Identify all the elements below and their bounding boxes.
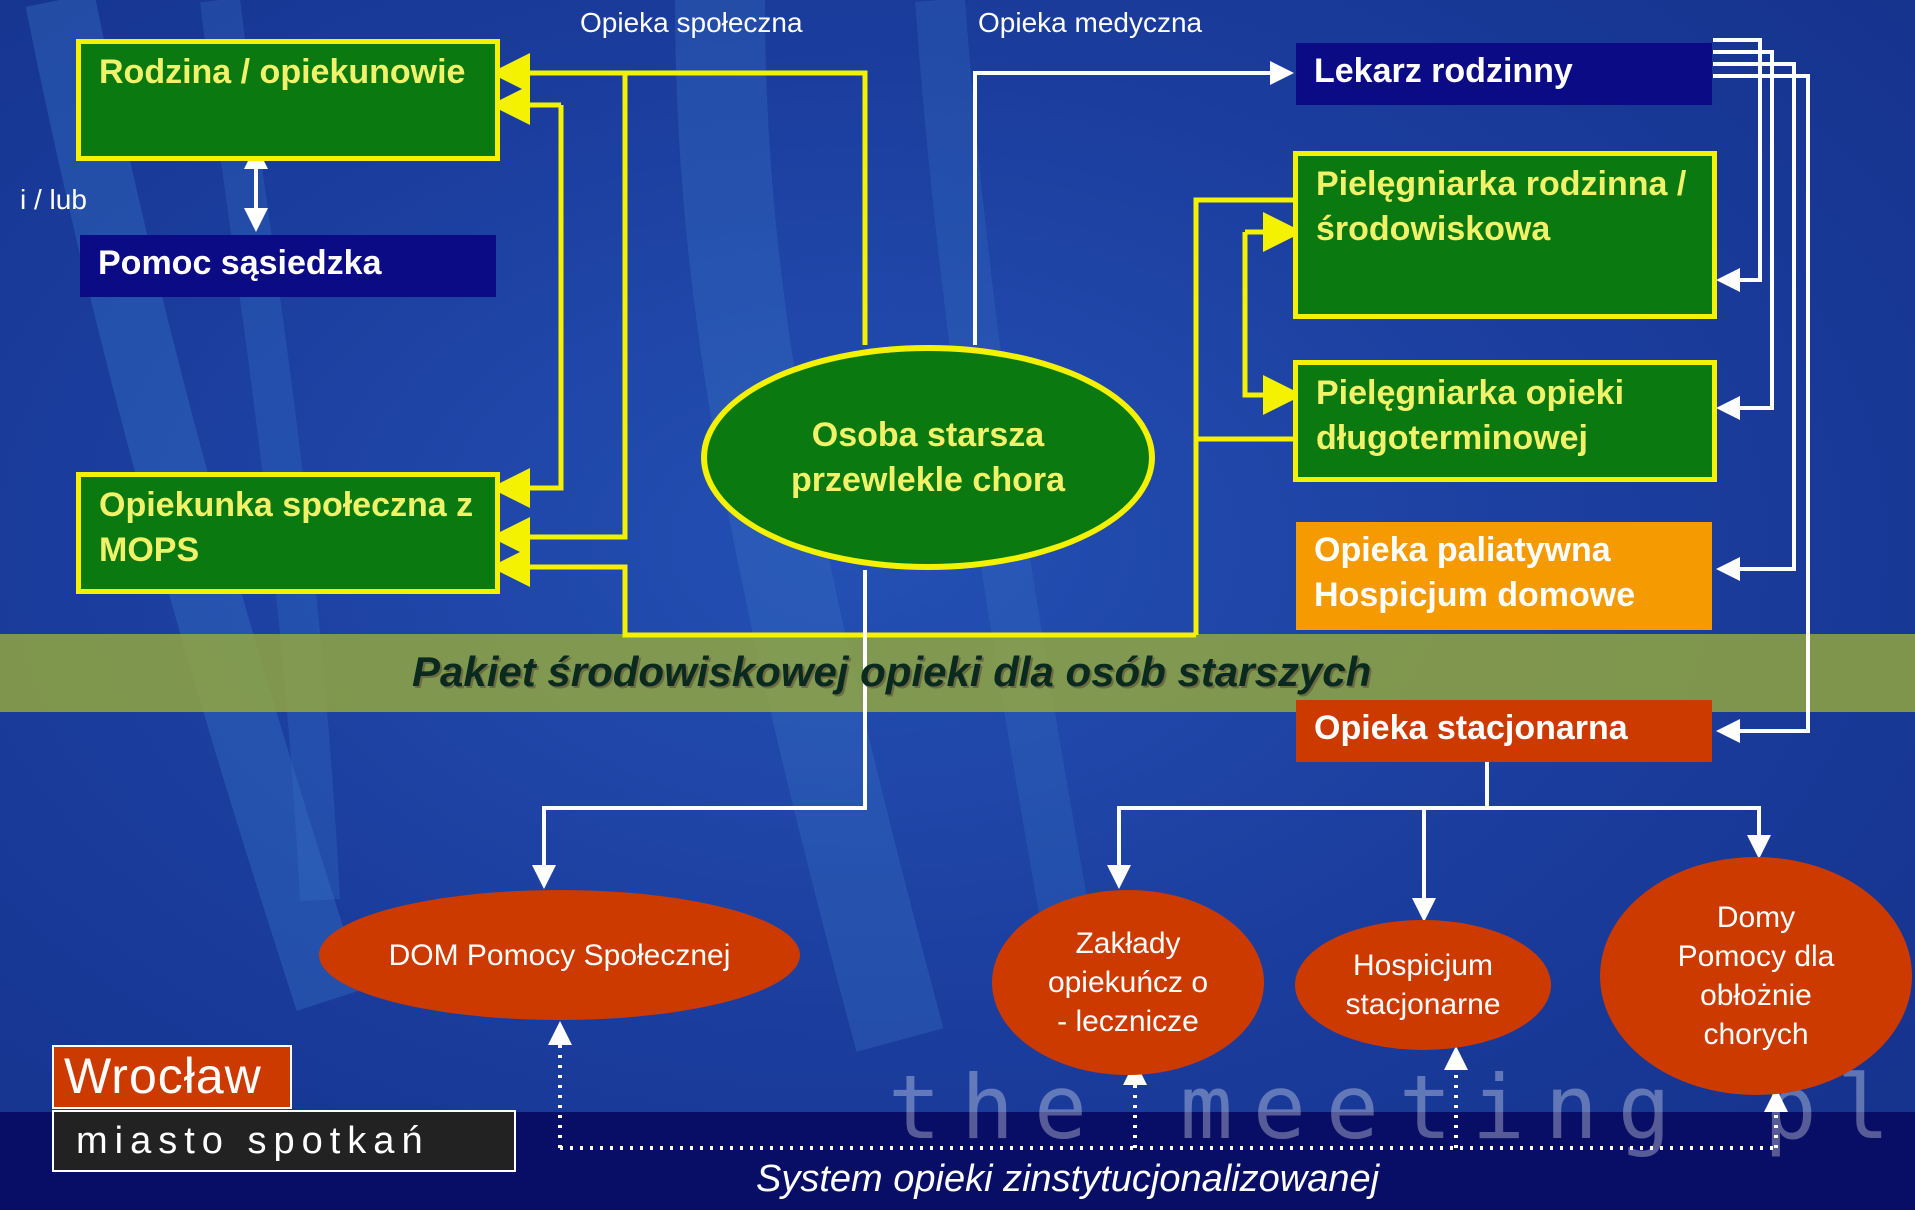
inpatient-care-box: Opieka stacjonarna <box>1296 700 1712 762</box>
city-slogan: miasto spotkań <box>52 1110 516 1172</box>
family-doctor-box: Lekarz rodzinny <box>1296 43 1712 105</box>
care-package-title: Pakiet środowiskowej opieki dla osób sta… <box>412 648 1372 695</box>
wroclaw-logo: Wrocław <box>52 1045 292 1109</box>
family-box: Rodzina / opiekunowie <box>76 39 500 161</box>
palliative-care-box: Opieka paliatywna Hospicjum domowe <box>1296 522 1712 630</box>
social-care-label: Opieka społeczna <box>580 7 803 38</box>
institutional-care-caption: System opieki zinstytucjonalizowanej <box>756 1158 1380 1200</box>
neighbour-help-box: Pomoc sąsiedzka <box>80 235 496 297</box>
care-treatment-facilities-ellipse: Zakłady opiekuńcz o - lecznicze <box>992 890 1264 1075</box>
social-carer-box: Opiekunka społeczna z MOPS <box>76 472 500 594</box>
social-welfare-home-ellipse: DOM Pomocy Społecznej <box>319 890 800 1020</box>
elderly-person-ellipse: Osoba starsza przewlekle chora <box>701 345 1155 570</box>
care-package-band <box>0 634 1915 712</box>
stationary-hospice-ellipse: Hospicjum stacjonarne <box>1295 920 1551 1050</box>
longterm-nurse-box: Pielęgniarka opieki długoterminowej <box>1293 360 1717 482</box>
family-nurse-box: Pielęgniarka rodzinna / środowiskowa <box>1293 151 1717 319</box>
and-or-label: i / lub <box>20 184 87 215</box>
bedridden-homes-ellipse: Domy Pomocy dla obłożnie chorych <box>1600 857 1912 1095</box>
medical-care-label: Opieka medyczna <box>978 7 1203 38</box>
